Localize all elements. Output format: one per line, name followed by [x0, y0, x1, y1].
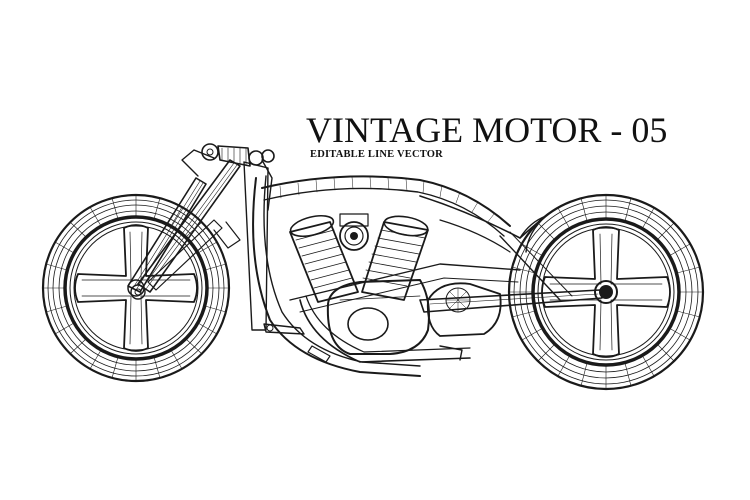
foot-controls — [263, 323, 463, 363]
rear-wheel — [507, 193, 705, 391]
headlight — [201, 143, 275, 211]
v-twin-engine — [289, 213, 502, 363]
poster-subtitle: EDITABLE LINE VECTOR — [310, 149, 443, 160]
front-fork — [127, 149, 241, 300]
front-wheel — [41, 193, 231, 383]
poster-title: VINTAGE MOTOR - 05 — [306, 110, 668, 150]
frame — [243, 161, 603, 377]
